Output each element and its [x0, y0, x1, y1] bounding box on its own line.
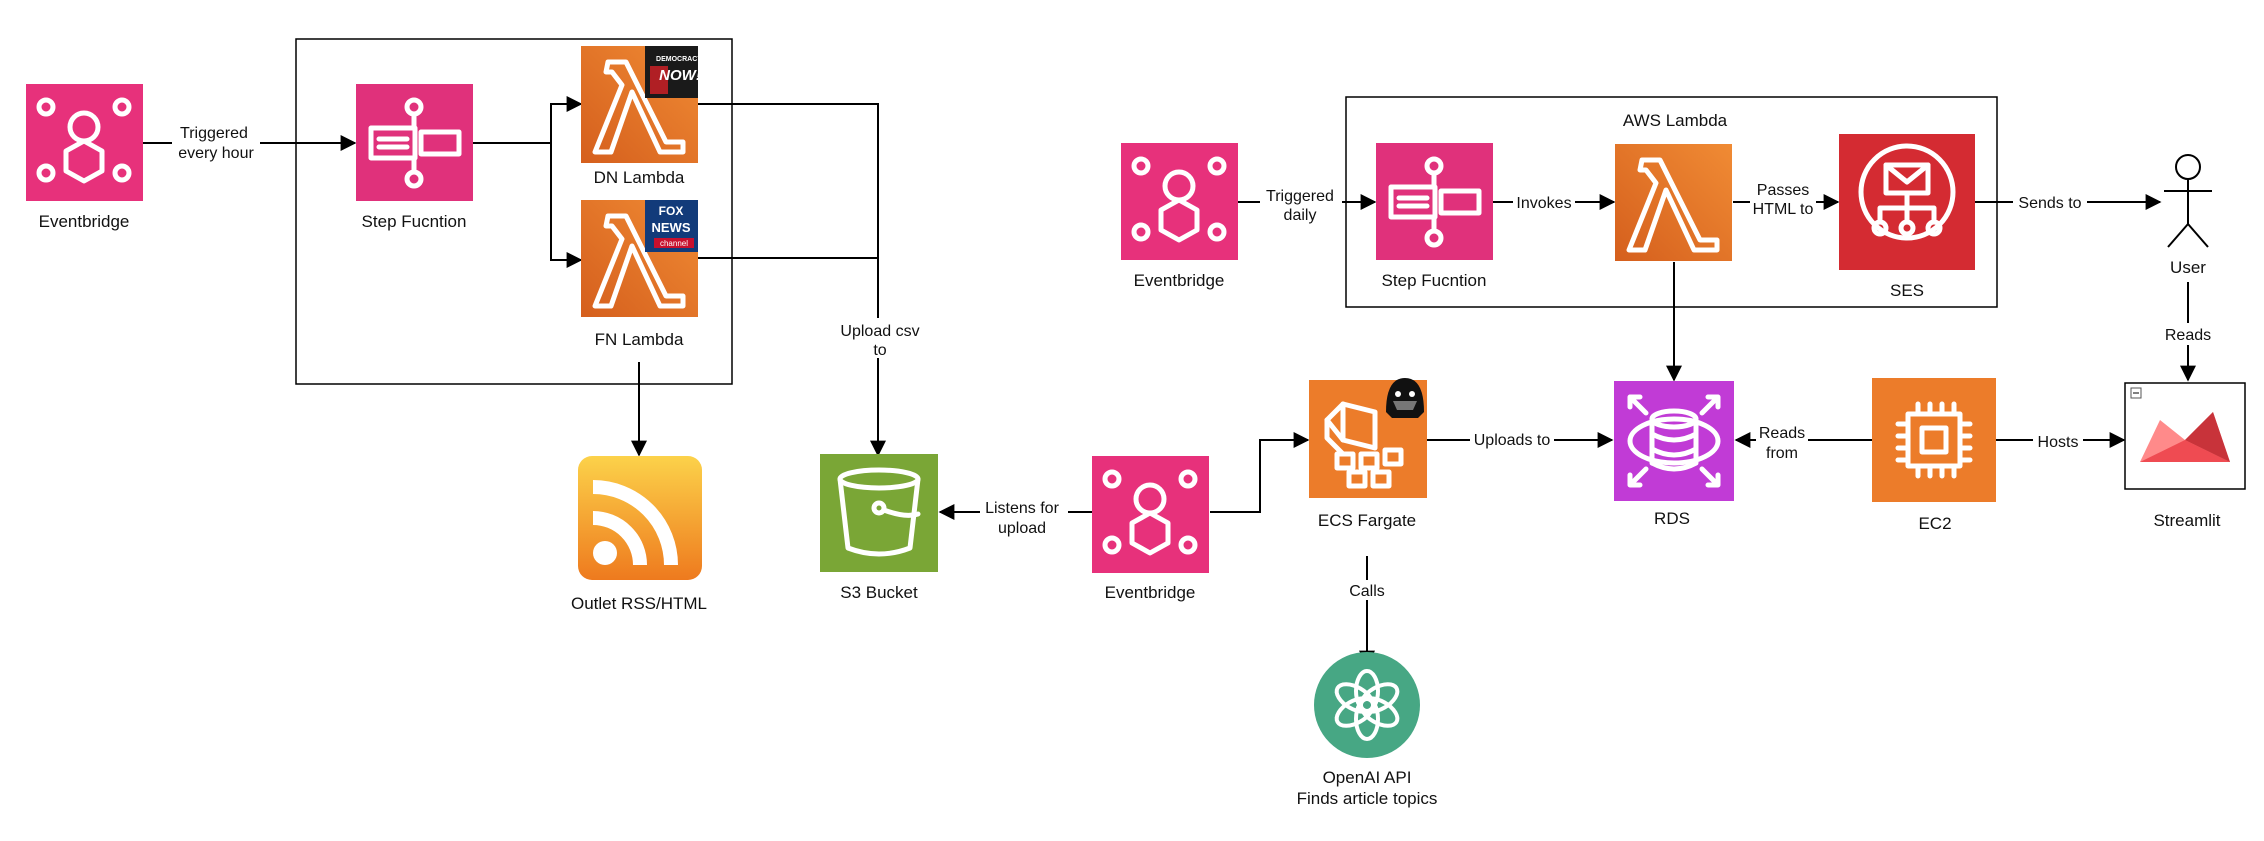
- edge-label-passes-html-line2: HTML to: [1753, 201, 1814, 218]
- node-label-ses: SES: [1890, 281, 1924, 300]
- node-label-eventbridge-3: Eventbridge: [1134, 271, 1225, 290]
- node-label-ec2: EC2: [1918, 514, 1951, 533]
- lambda-icon: [1626, 157, 1720, 253]
- label-bg: [1750, 179, 1816, 219]
- node-rds: RDS: [1614, 381, 1734, 528]
- edge-label-reads-from-line2: from: [1766, 445, 1798, 462]
- aws-lambda-group-label: AWS Lambda: [1623, 111, 1728, 130]
- node-eventbridge-2: Eventbridge: [1092, 456, 1209, 602]
- label-bg: [1513, 192, 1575, 212]
- node-label-step-function-1: Step Fucntion: [362, 212, 467, 231]
- edge-label-listens-for-upload-line2: upload: [998, 520, 1046, 537]
- edge-label-reads: Reads: [2165, 327, 2211, 344]
- node-s3-bucket: S3 Bucket: [820, 454, 938, 602]
- edge-label-hosts: Hosts: [2038, 434, 2079, 451]
- darth-vader-icon: [1386, 378, 1424, 418]
- node-fn-lambda: FOX NEWS channel FN Lambda: [581, 200, 698, 349]
- label-bg: [2033, 431, 2083, 451]
- edge-dn-lambda-to-s3: [698, 103, 886, 457]
- node-eventbridge-3: Eventbridge: [1121, 143, 1238, 290]
- node-openai: OpenAI API Finds article topics: [1297, 652, 1438, 808]
- node-label-openai-line2: Finds article topics: [1297, 789, 1438, 808]
- left-group-container: [295, 38, 733, 385]
- edge-eventbridge-to-ecs: [1210, 432, 1310, 513]
- step-function-icon: [1388, 156, 1482, 248]
- label-bg: [1343, 580, 1391, 600]
- ecs-fargate-icon: [1324, 401, 1404, 489]
- streamlit-icon: [2140, 412, 2230, 462]
- node-label-outlet-rss: Outlet RSS/HTML: [571, 594, 707, 613]
- edge-label-upload-csv: Upload csv: [840, 323, 919, 340]
- step-function-icon: [368, 97, 462, 189]
- s3-bucket-icon: [837, 467, 921, 557]
- node-eventbridge-1: Eventbridge: [26, 84, 143, 231]
- edge-label-triggered-daily-line2: daily: [1284, 207, 1317, 224]
- user-actor-icon: [2164, 154, 2212, 248]
- node-label-rds: RDS: [1654, 509, 1690, 528]
- ses-email-icon: [1858, 143, 1956, 241]
- edge-stepfunction-to-fn-lambda: [550, 143, 583, 268]
- label-bg: [2160, 323, 2216, 345]
- node-label-eventbridge-1: Eventbridge: [39, 212, 130, 231]
- node-streamlit: Streamlit: [2124, 382, 2246, 530]
- openai-icon: [1334, 669, 1400, 741]
- label-bg: [172, 123, 260, 163]
- edge-label-passes-html: Passes: [1757, 182, 1809, 199]
- edge-labels: Triggered every hour Upload csv to Liste…: [172, 123, 2216, 600]
- label-bg: [1756, 422, 1808, 464]
- label-bg: [980, 496, 1068, 536]
- edge-label-triggered-every-hour-line2: every hour: [178, 145, 254, 162]
- democracy-now-badge-line2: NOW!: [659, 67, 701, 84]
- edge-label-listens-for-upload: Listens for: [985, 500, 1059, 517]
- node-ec2: EC2: [1872, 378, 1996, 533]
- label-bg: [1470, 429, 1554, 451]
- node-dn-lambda: DEMOCRACY NOW! DN Lambda: [581, 46, 702, 187]
- node-user: User: [2164, 154, 2212, 277]
- node-label-ecs-fargate: ECS Fargate: [1318, 511, 1416, 530]
- edge-label-uploads-to: Uploads to: [1474, 432, 1551, 449]
- edge-label-triggered-every-hour: Triggered: [180, 125, 248, 142]
- rds-database-icon: [1627, 394, 1721, 488]
- lambda-icon: [592, 213, 686, 309]
- node-label-step-function-2: Step Fucntion: [1382, 271, 1487, 290]
- node-ses: SES: [1839, 134, 1975, 300]
- node-outlet-rss: Outlet RSS/HTML: [571, 456, 707, 613]
- label-bg: [836, 318, 920, 358]
- node-label-user: User: [2170, 258, 2206, 277]
- edge-label-sends-to: Sends to: [2018, 195, 2081, 212]
- fox-news-badge-line2: NEWS: [652, 220, 691, 235]
- node-label-fn-lambda: FN Lambda: [595, 330, 684, 349]
- node-step-function-1: Step Fucntion: [356, 84, 473, 231]
- democracy-now-badge: DEMOCRACY NOW!: [645, 46, 702, 98]
- label-bg: [2013, 192, 2087, 212]
- fox-news-badge-line3: channel: [660, 239, 688, 248]
- label-bg: [1260, 184, 1342, 224]
- edge-stepfunction-to-dn-lambda: [473, 96, 583, 144]
- node-aws-lambda: [1615, 144, 1732, 261]
- node-label-s3-bucket: S3 Bucket: [840, 583, 918, 602]
- node-label-eventbridge-2: Eventbridge: [1105, 583, 1196, 602]
- node-label-dn-lambda: DN Lambda: [594, 168, 685, 187]
- edge-label-reads-from: Reads: [1759, 425, 1805, 442]
- ec2-chip-icon: [1895, 401, 1973, 479]
- democracy-now-badge-line1: DEMOCRACY: [656, 56, 702, 63]
- fox-news-badge-line1: FOX: [659, 204, 684, 218]
- fox-news-badge: FOX NEWS channel: [645, 200, 698, 252]
- edge-label-upload-csv-line2: to: [873, 342, 886, 359]
- edge-label-invokes: Invokes: [1516, 195, 1571, 212]
- edge-label-triggered-daily: Triggered: [1266, 188, 1334, 205]
- lambda-icon: [592, 59, 686, 155]
- node-label-openai-line1: OpenAI API: [1323, 768, 1412, 787]
- node-label-streamlit: Streamlit: [2153, 511, 2220, 530]
- node-step-function-2: Step Fucntion: [1376, 143, 1493, 290]
- node-ecs-fargate: ECS Fargate: [1309, 378, 1427, 530]
- edge-label-calls: Calls: [1349, 583, 1385, 600]
